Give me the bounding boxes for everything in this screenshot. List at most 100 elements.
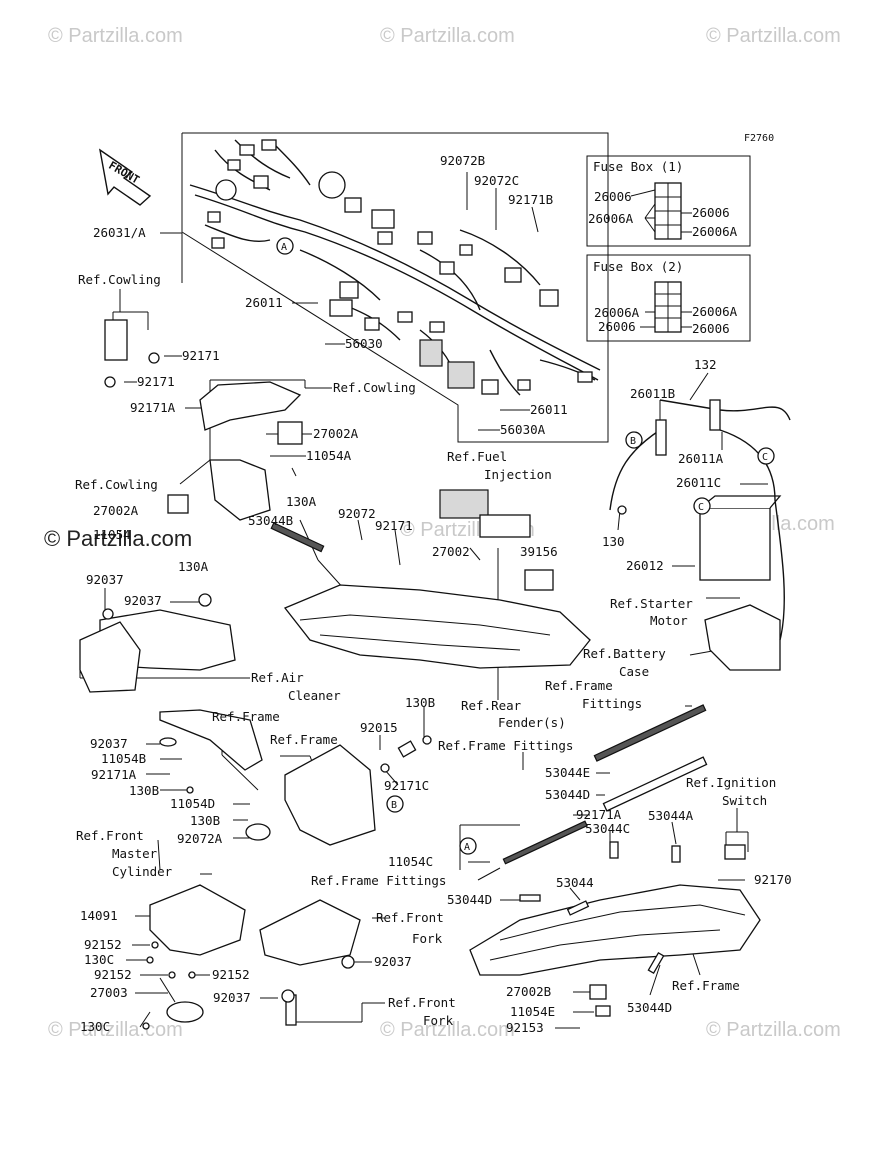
label-27003: 27003 bbox=[90, 985, 128, 1000]
circle-ref-b-2-label: B bbox=[391, 800, 397, 811]
label-ref-rear-2: Fender(s) bbox=[498, 715, 566, 730]
label-ref-ignition-2: Switch bbox=[722, 793, 767, 808]
strip-53044 bbox=[566, 900, 590, 916]
label-92037-4: 92037 bbox=[374, 954, 412, 969]
label-11054b: 11054B bbox=[101, 751, 146, 766]
circle-ref-c-1 bbox=[757, 447, 775, 465]
label-92037-1: 92037 bbox=[86, 572, 124, 587]
clamp-92171-b bbox=[148, 352, 160, 364]
circle-ref-a-1 bbox=[276, 237, 294, 255]
label-92072: 92072 bbox=[338, 506, 376, 521]
strip-53044b bbox=[270, 522, 325, 553]
circle-ref-c-2-label: C bbox=[698, 502, 704, 513]
fuse-box-1-right-1: 26006A bbox=[692, 224, 738, 239]
label-11054d: 11054D bbox=[170, 796, 215, 811]
label-ref-master-2: Master bbox=[112, 846, 158, 861]
fuse-box-2-right-1: 26006 bbox=[692, 321, 730, 336]
label-ref-frame-fittings-3: Ref.Frame Fittings bbox=[311, 873, 446, 888]
label-ref-frame-fittings-1b: Fittings bbox=[582, 696, 642, 711]
battery-26012 bbox=[699, 507, 771, 581]
relay-27002b bbox=[589, 984, 607, 1000]
strip-53044d bbox=[602, 756, 708, 812]
label-ref-master-3: Cylinder bbox=[112, 864, 173, 879]
fuse-box-2-title: Fuse Box (2) bbox=[593, 259, 683, 274]
master-cylinder-cover-14091 bbox=[149, 884, 246, 956]
strip-53044e bbox=[593, 704, 707, 762]
label-ref-frame-fittings-2: Ref.Frame Fittings bbox=[438, 738, 573, 753]
label-56030a: 56030A bbox=[500, 422, 546, 437]
label-92015: 92015 bbox=[360, 720, 398, 735]
strip-53044d-3 bbox=[647, 951, 665, 975]
air-cleaner-cover-left bbox=[79, 621, 141, 693]
fuse-box-2-left-0: 26006A bbox=[594, 305, 640, 320]
label-11054e: 11054E bbox=[510, 1004, 555, 1019]
fuse-box-2-left-1: 26006 bbox=[598, 319, 636, 334]
label-11054c: 11054C bbox=[388, 854, 433, 869]
circle-ref-c-1-label: C bbox=[762, 452, 768, 463]
circle-ref-a-1-label: A bbox=[281, 242, 287, 253]
label-92171a-left: 92171A bbox=[91, 767, 137, 782]
label-26031-a: 26031/A bbox=[93, 225, 146, 240]
watermark-top-right: © Partzilla.com bbox=[706, 25, 841, 47]
label-ref-starter-1: Ref.Starter bbox=[610, 596, 693, 611]
label-ref-air-2: Cleaner bbox=[288, 688, 341, 703]
front-fork-clamp bbox=[259, 899, 361, 966]
label-27002-left: 27002A bbox=[93, 503, 139, 518]
label-92037-5: 92037 bbox=[213, 990, 251, 1005]
label-130b-3: 130B bbox=[190, 813, 220, 828]
circle-references: A B C C B A bbox=[276, 237, 775, 855]
label-ref-air-1: Ref.Air bbox=[251, 670, 304, 685]
ecu-holder bbox=[479, 514, 531, 538]
relay-left bbox=[167, 494, 189, 514]
battery-top bbox=[699, 495, 782, 509]
label-130a-1: 130A bbox=[286, 494, 317, 509]
label-ref-cowling-2: Ref.Cowling bbox=[333, 380, 416, 395]
strip-53044c bbox=[609, 841, 619, 859]
label-130a-2: 130A bbox=[178, 559, 209, 574]
circle-ref-b-2 bbox=[386, 795, 404, 813]
bracket-11054e bbox=[595, 1005, 611, 1017]
label-132: 132 bbox=[694, 357, 717, 372]
label-53044e: 53044E bbox=[545, 765, 590, 780]
label-ref-front-fork-2a: Ref.Front bbox=[388, 995, 456, 1010]
label-ref-front-fork-1a: Ref.Front bbox=[376, 910, 444, 925]
label-ref-fuel-1: Ref.Fuel bbox=[447, 449, 507, 464]
cable-26011a bbox=[709, 399, 721, 431]
fuse-box-1-right-0: 26006 bbox=[692, 205, 730, 220]
label-92037-3: 92037 bbox=[90, 736, 128, 751]
watermark-bottom-right: © Partzilla.com bbox=[706, 1019, 841, 1041]
label-92171-a: 92171 bbox=[182, 348, 220, 363]
label-14091: 14091 bbox=[80, 908, 118, 923]
bracket-cowling bbox=[209, 459, 271, 521]
circle-ref-a-2 bbox=[459, 837, 477, 855]
label-ref-master-1: Ref.Front bbox=[76, 828, 144, 843]
bracket-upper-left bbox=[199, 381, 302, 431]
label-92171c: 92171C bbox=[384, 778, 429, 793]
label-ref-ignition-1: Ref.Ignition bbox=[686, 775, 776, 790]
label-39156: 39156 bbox=[520, 544, 558, 559]
label-ref-battery-2: Case bbox=[619, 664, 649, 679]
starter-relay bbox=[704, 604, 781, 671]
label-130: 130 bbox=[602, 534, 625, 549]
cowling-wire bbox=[104, 319, 128, 361]
label-11054-left: 11054 bbox=[93, 527, 131, 542]
ecu-27002 bbox=[439, 489, 489, 519]
clamp-92171 bbox=[104, 376, 116, 388]
watermark-top-left: © Partzilla.com bbox=[48, 25, 183, 47]
label-130c-2: 130C bbox=[80, 1019, 110, 1034]
fuse-box-1-left-0: 26006 bbox=[594, 189, 632, 204]
frame-bracket-center bbox=[284, 744, 376, 846]
watermark-group: © Partzilla.com © Partzilla.com © Partzi… bbox=[44, 25, 841, 1041]
fuse-box-1-left-1: 26006A bbox=[588, 211, 634, 226]
horn-27003 bbox=[166, 1001, 204, 1023]
label-26011-mid: 26011 bbox=[530, 402, 568, 417]
frame-bracket-left bbox=[159, 709, 263, 771]
label-ref-rear-1: Ref.Rear bbox=[461, 698, 522, 713]
components bbox=[79, 319, 791, 1030]
label-26011-top: 26011 bbox=[245, 295, 283, 310]
label-130b-1: 130B bbox=[405, 695, 435, 710]
watermark-top-center: © Partzilla.com bbox=[380, 25, 515, 47]
label-ref-battery-1: Ref.Battery bbox=[583, 646, 666, 661]
fuse-box-2-right-0: 26006A bbox=[692, 304, 738, 319]
front-arrow-icon: FRONT bbox=[99, 148, 152, 206]
